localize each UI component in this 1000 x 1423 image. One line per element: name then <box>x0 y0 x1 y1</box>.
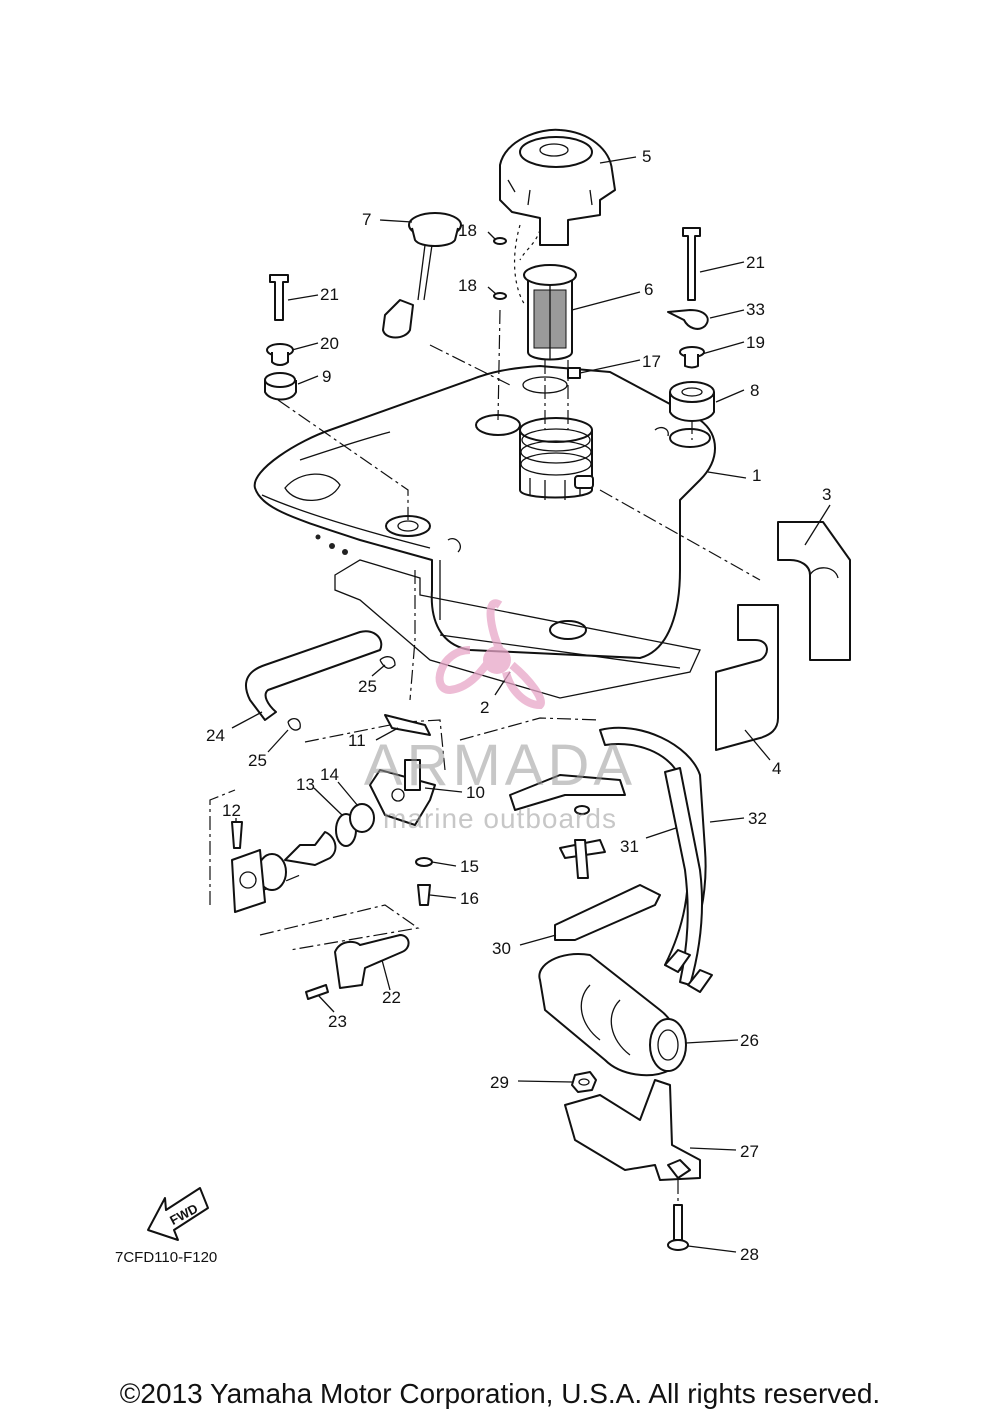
pad-3 <box>777 521 851 661</box>
bracket-27 <box>564 1079 701 1181</box>
callout-24: 24 <box>206 726 225 745</box>
callout-labels: 5 6 7 18 18 21 33 19 8 17 1 3 4 21 20 9 … <box>206 147 831 1264</box>
grommet-8 <box>669 381 715 422</box>
callout-22: 22 <box>382 988 401 1007</box>
fuel-cap <box>499 128 616 246</box>
callout-33: 33 <box>746 300 765 319</box>
armada-logo-icon <box>435 599 545 710</box>
callout-1: 1 <box>752 466 761 485</box>
callout-11: 11 <box>348 731 366 750</box>
callout-3: 3 <box>822 485 831 504</box>
fuel-filter-26 <box>538 949 713 1077</box>
watermark-tagline: marine outboards <box>383 803 617 834</box>
callout-9: 9 <box>322 367 331 386</box>
callout-15: 15 <box>460 857 479 876</box>
assembly-lines <box>277 309 761 1205</box>
copyright-notice: ©2013 Yamaha Motor Corporation, U.S.A. A… <box>119 1378 881 1409</box>
callout-29: 29 <box>490 1073 509 1092</box>
callout-6: 6 <box>644 280 653 299</box>
callout-14: 14 <box>320 765 339 784</box>
callout-8: 8 <box>750 381 759 400</box>
callout-19: 19 <box>746 333 765 352</box>
cap-chain <box>493 224 541 306</box>
callout-31: 31 <box>620 837 639 856</box>
callout-10: 10 <box>466 783 485 802</box>
callout-2: 2 <box>480 698 489 717</box>
callout-27: 27 <box>740 1142 759 1161</box>
callout-5: 5 <box>642 147 651 166</box>
grommet-9 <box>264 372 297 401</box>
callout-21-right: 21 <box>746 253 765 272</box>
callout-18-top: 18 <box>458 221 477 240</box>
watermark-brand: ARMADA <box>364 733 636 798</box>
fuel-strainer <box>523 264 577 361</box>
callout-23: 23 <box>328 1012 347 1031</box>
collar-19 <box>679 346 705 369</box>
bolt-28 <box>667 1204 689 1251</box>
fuel-gauge <box>382 212 462 339</box>
collar-33 <box>667 309 709 330</box>
callout-21-left: 21 <box>320 285 339 304</box>
callout-28: 28 <box>740 1245 759 1264</box>
tank-gasket <box>334 559 701 699</box>
callout-20: 20 <box>320 334 339 353</box>
fuel-tank <box>253 365 716 659</box>
fuel-hose-24 <box>245 630 383 721</box>
clip-25-bottom <box>287 717 301 731</box>
filler-neck <box>519 417 594 500</box>
callout-12: 12 <box>222 801 241 820</box>
fuel-cock-assembly <box>209 714 446 913</box>
callout-4: 4 <box>772 759 781 778</box>
diagram-code: 7CFD110-F120 <box>115 1249 217 1266</box>
collar-20 <box>266 343 294 366</box>
callout-17: 17 <box>642 352 661 371</box>
bolt-21-left <box>269 274 289 321</box>
callout-18-bottom: 18 <box>458 276 477 295</box>
callout-7: 7 <box>362 210 371 229</box>
pad-4 <box>715 604 779 751</box>
fwd-arrow-icon: FWD <box>147 1187 209 1241</box>
callout-26: 26 <box>740 1031 759 1050</box>
callout-16: 16 <box>460 889 479 908</box>
watermark: ARMADA marine outboards <box>364 599 636 834</box>
bolt-21-right <box>682 227 701 301</box>
callout-13: 13 <box>296 775 315 794</box>
callout-25-top: 25 <box>358 677 377 696</box>
hose-31 <box>509 774 626 811</box>
fuel-cock-lever <box>259 904 420 1000</box>
callout-25-bottom: 25 <box>248 751 267 770</box>
nut-29 <box>571 1071 597 1093</box>
joint-31 <box>559 805 606 879</box>
clip-17 <box>567 367 581 379</box>
band-30 <box>554 884 661 941</box>
callout-32: 32 <box>748 809 767 828</box>
callout-30: 30 <box>492 939 511 958</box>
leader-lines <box>231 156 831 1253</box>
